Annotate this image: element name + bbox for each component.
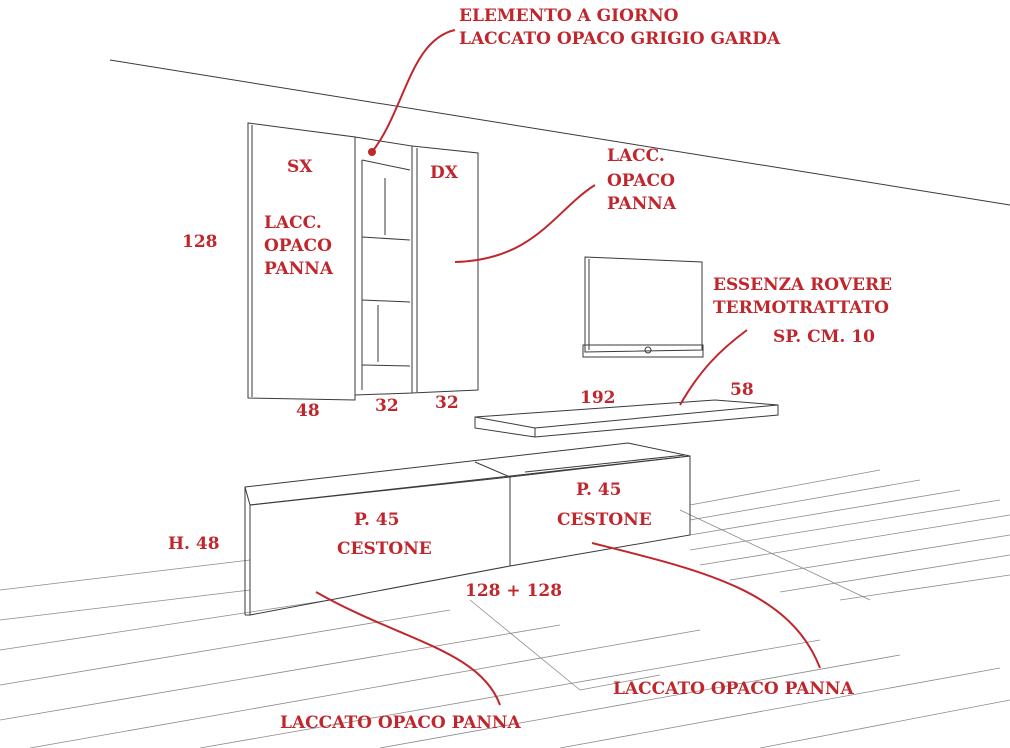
label-height-128: 128 [182, 232, 218, 252]
label-left-finish-3: PANNA [264, 259, 334, 279]
wall-cabinet [247, 122, 479, 401]
wood-shelf [474, 399, 779, 438]
label-base-p45-left: P. 45 [354, 510, 399, 530]
label-shelf-192: 192 [580, 388, 616, 408]
cabinet-door-left [247, 122, 356, 401]
label-width-32a: 32 [375, 396, 399, 416]
label-base-width: 128 + 128 [465, 581, 562, 601]
label-shelf-58: 58 [730, 380, 754, 400]
base-unit [244, 442, 691, 616]
label-essenza-3: SP. CM. 10 [773, 327, 875, 347]
label-base-cestone-left: CESTONE [337, 539, 432, 559]
label-base-p45-right: P. 45 [576, 480, 621, 500]
label-base-h48: H. 48 [168, 534, 220, 554]
label-elemento-2: LACCATO OPACO GRIGIO GARDA [459, 29, 781, 49]
label-right-finish-2: OPACO [607, 171, 675, 191]
label-laccato-right: LACCATO OPACO PANNA [613, 679, 854, 699]
tv [582, 256, 704, 358]
base-top [244, 442, 691, 506]
label-right-finish-3: PANNA [607, 194, 677, 214]
annotations: ELEMENTO A GIORNO LACCATO OPACO GRIGIO G… [168, 6, 892, 733]
tv-soundbar [582, 344, 704, 358]
label-laccato-left: LACCATO OPACO PANNA [280, 713, 521, 733]
label-width-32b: 32 [435, 393, 459, 413]
label-base-cestone-right: CESTONE [557, 510, 652, 530]
label-elemento-1: ELEMENTO A GIORNO [459, 6, 679, 26]
label-left-finish-1: LACC. [264, 213, 322, 233]
cabinet-door-right [411, 145, 479, 394]
label-left-finish-2: OPACO [264, 236, 332, 256]
label-essenza-1: ESSENZA ROVERE [713, 275, 892, 295]
open-element [354, 136, 413, 396]
floor-planks [0, 469, 1010, 748]
label-essenza-2: TERMOTRATTATO [713, 298, 889, 318]
base-drawer-right [509, 455, 691, 567]
label-dx: DX [430, 163, 459, 183]
label-width-48: 48 [296, 401, 320, 421]
leader-lines [315, 29, 821, 706]
label-sx: SX [287, 157, 313, 177]
tv-screen [584, 256, 703, 353]
label-right-finish-1: LACC. [607, 146, 665, 166]
wall-line [109, 59, 1010, 206]
